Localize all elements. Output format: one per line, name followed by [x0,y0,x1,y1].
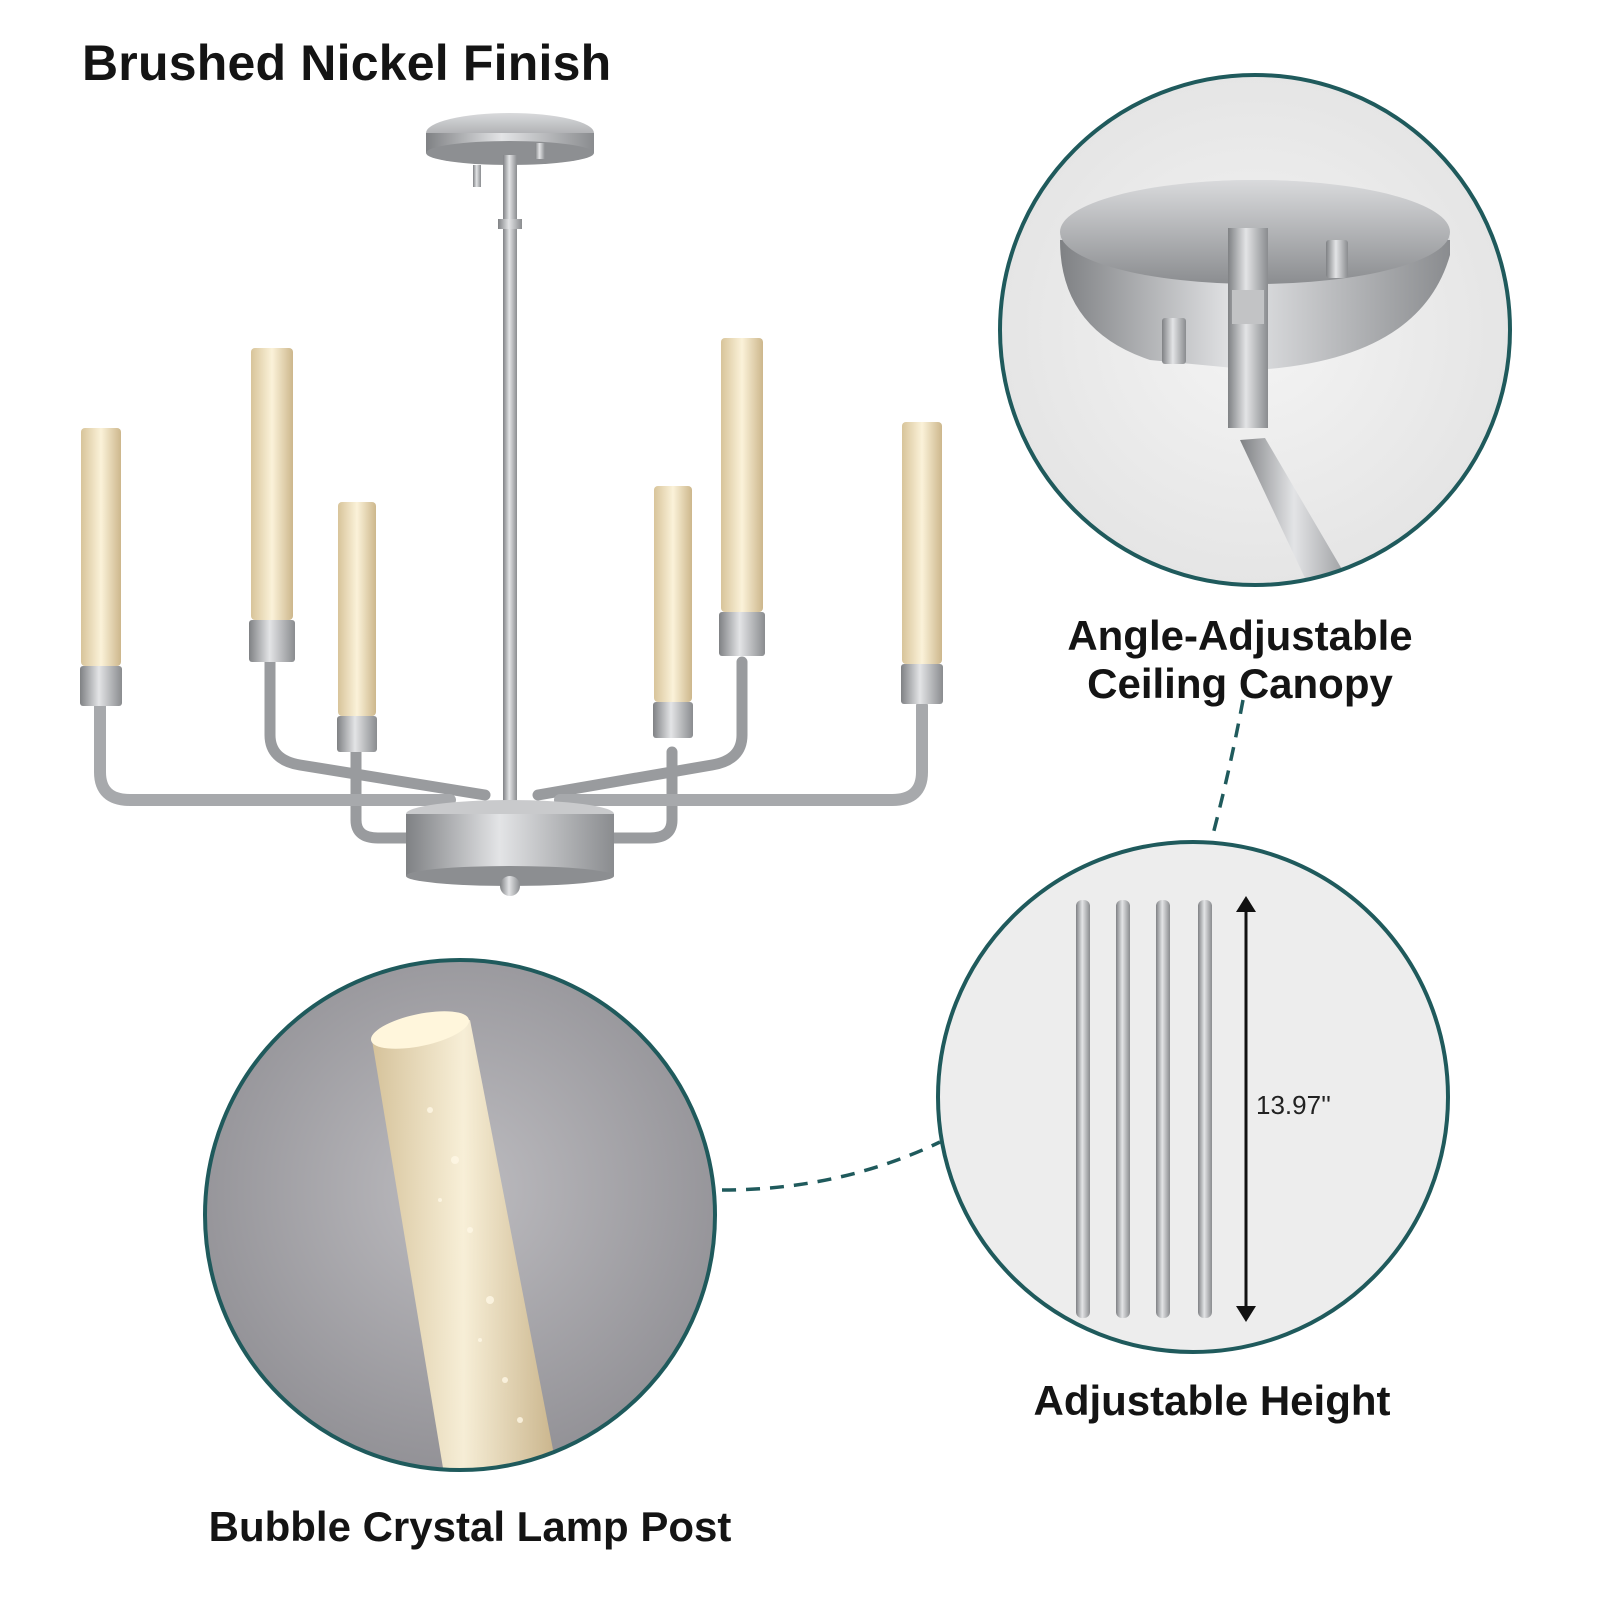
canopy-detail-circle [998,73,1512,587]
crystal-callout-label: Bubble Crystal Lamp Post [208,1503,732,1550]
height-measurement: 13.97'' [1256,1090,1331,1120]
chandelier-illustration [80,113,943,896]
crystal-detail-circle [203,958,717,1472]
height-detail-circle [936,840,1450,1354]
page-title: Brushed Nickel Finish [82,35,612,91]
dashed-connectors [721,699,1245,1192]
canopy-callout-label: Angle-Adjustable Ceiling Canopy [1045,612,1435,708]
height-callout-label: Adjustable Height [1033,1377,1391,1424]
crystal-candles [80,338,943,752]
canopy-callout-line1: Angle-Adjustable [1067,612,1413,659]
canopy-callout-line2: Ceiling Canopy [1087,660,1393,707]
